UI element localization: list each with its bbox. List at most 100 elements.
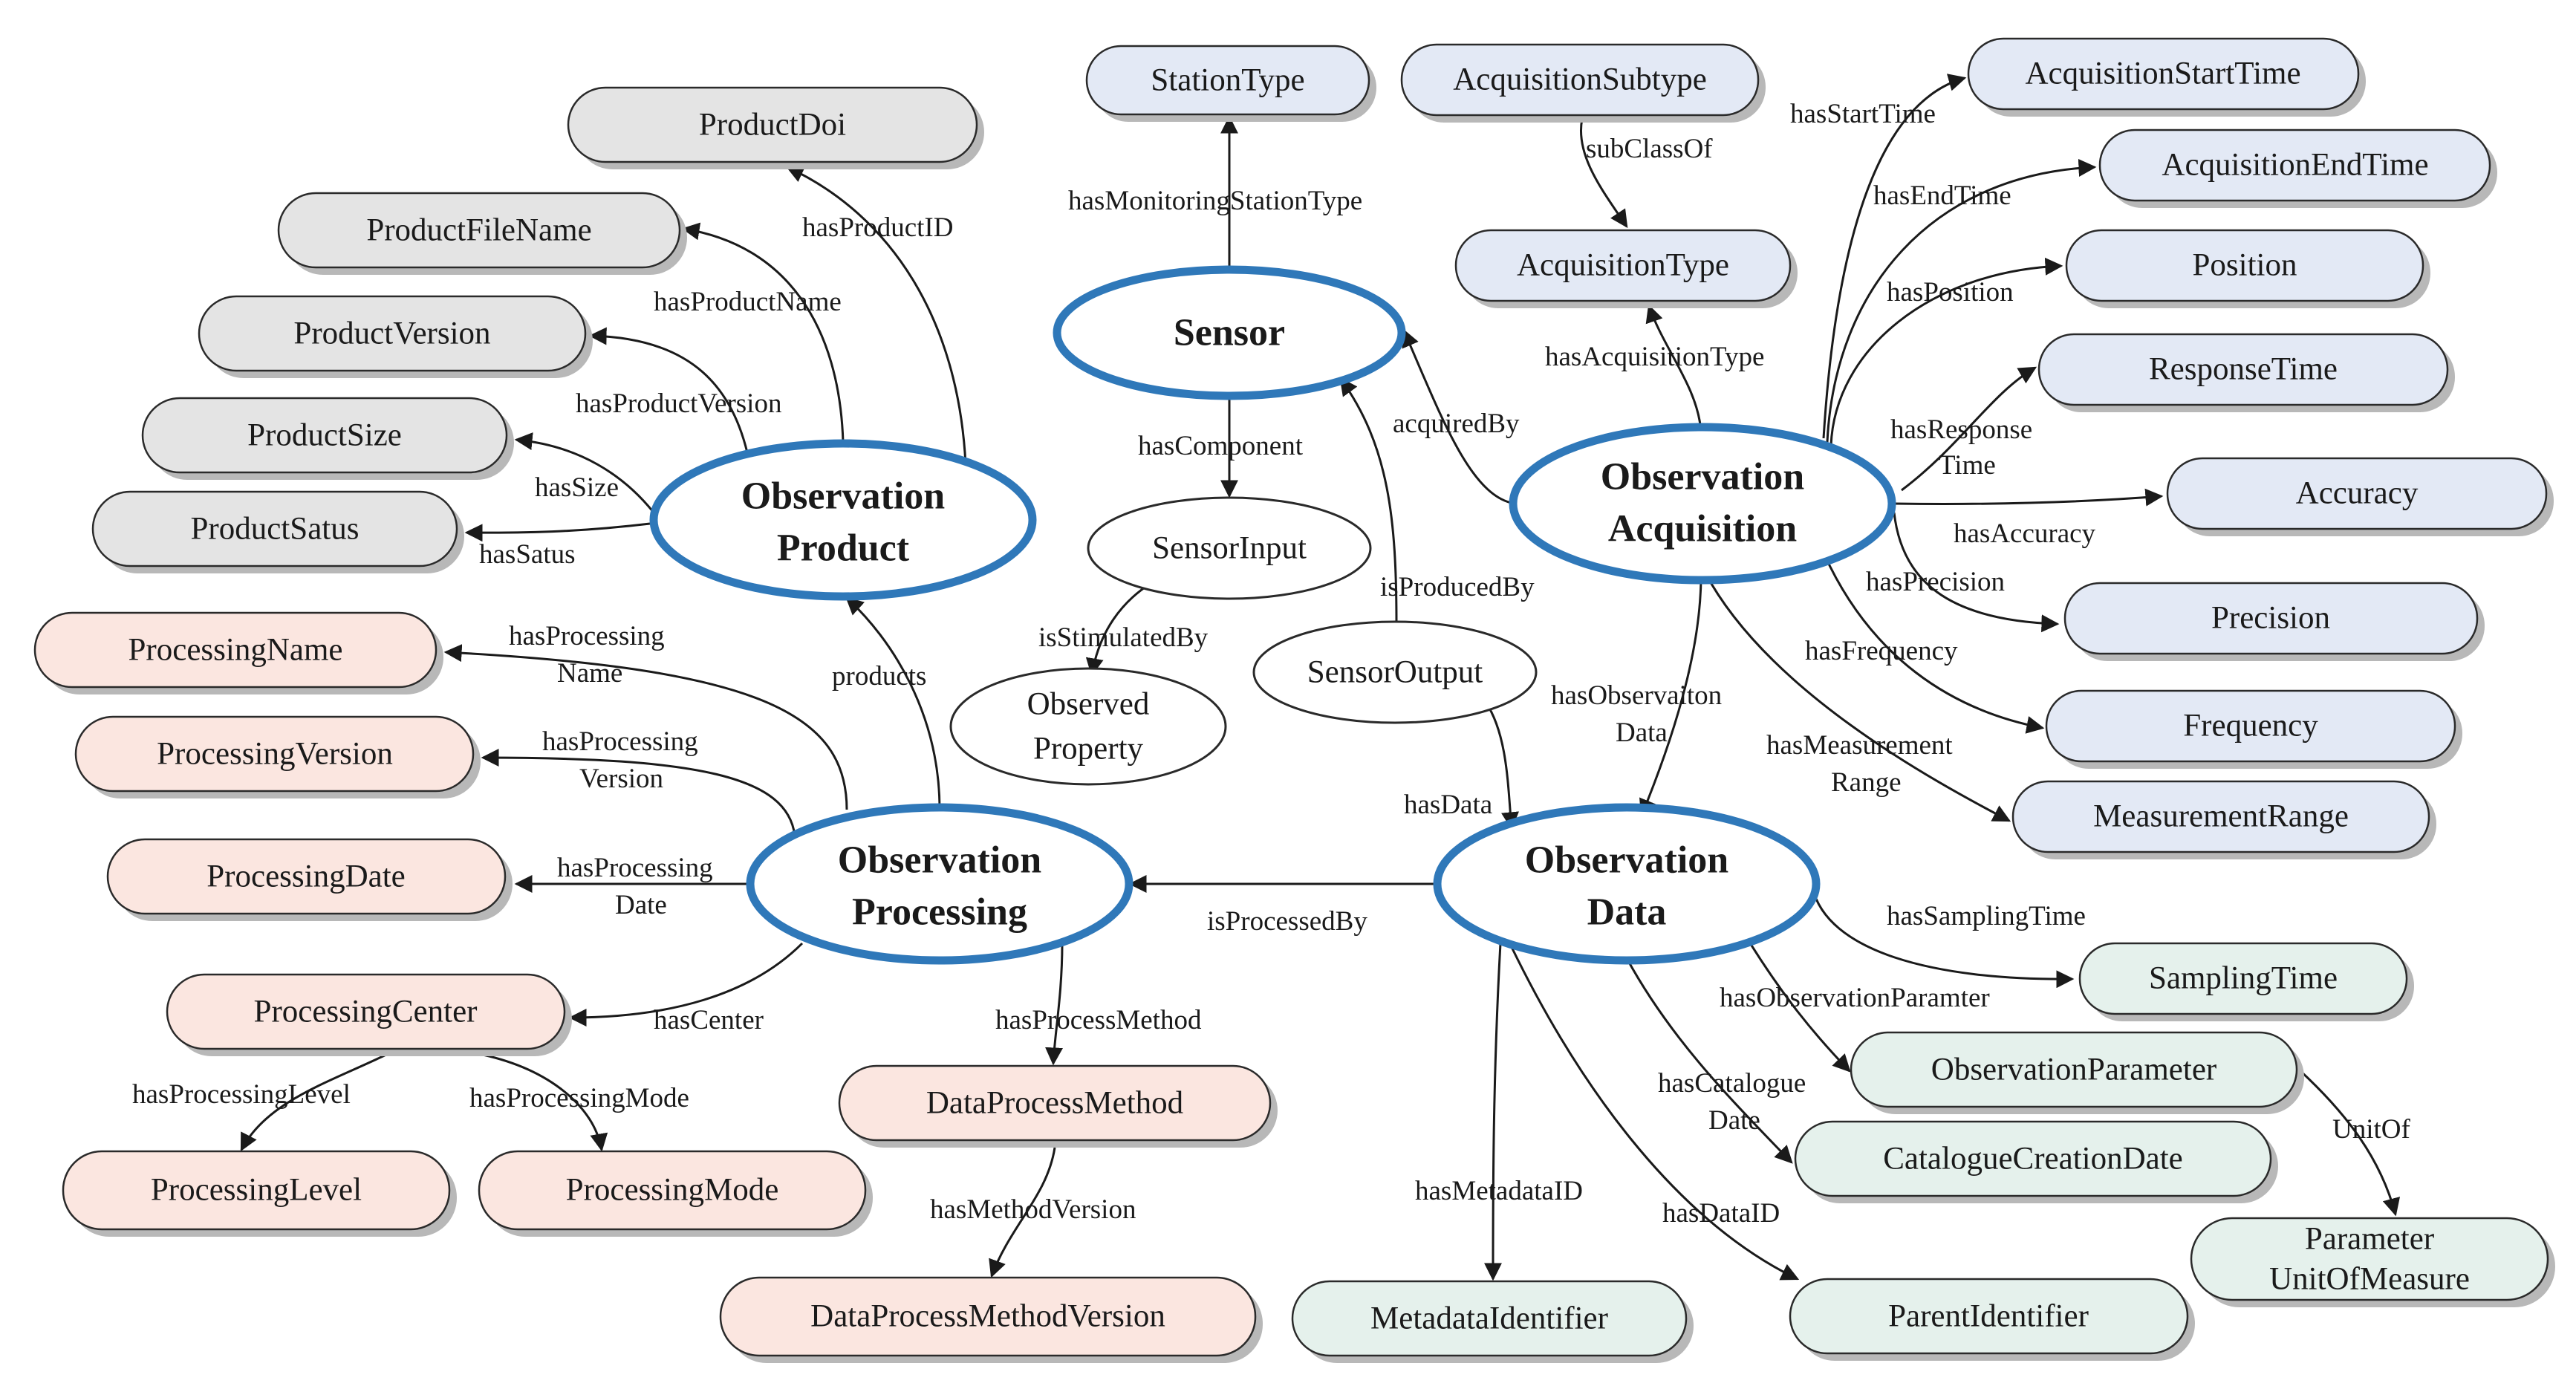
label-has-processing-date-2: Date (615, 890, 667, 920)
edge-has-method-version (989, 1147, 1056, 1278)
node-label: AcquisitionEndTime (2162, 148, 2428, 183)
node-acquisition-end-time[interactable]: AcquisitionEndTime (2098, 129, 2497, 208)
label-is-stimulated-by: isStimulatedBy (1038, 622, 1209, 653)
node-product-version[interactable]: ProductVersion (198, 295, 593, 378)
edge-has-response-time (1901, 366, 2037, 492)
label-has-observation-data-2: Data (1616, 718, 1668, 748)
node-product-size[interactable]: ProductSize (141, 397, 514, 480)
label-has-processing-date-1: hasProcessing (557, 853, 713, 883)
central-observation-data[interactable]: Observation Data (1433, 803, 1821, 965)
node-sampling-time[interactable]: SamplingTime (2078, 942, 2414, 1021)
central-observation-acquisition[interactable]: Observation Acquisition (1509, 423, 1896, 585)
edge-sub-class-of (1580, 118, 1628, 228)
node-processing-name[interactable]: ProcessingName (33, 611, 443, 694)
label-has-satus: hasSatus (479, 539, 576, 570)
central-observation-processing[interactable]: Observation Processing (746, 803, 1133, 965)
node-processing-version[interactable]: ProcessingVersion (74, 715, 481, 798)
edge-has-position (1829, 257, 2063, 446)
label-has-start-time: hasStartTime (1790, 99, 1936, 129)
node-acquisition-type[interactable]: AcquisitionType (1454, 229, 1798, 308)
node-observed-property[interactable]: Observed Property (949, 667, 1227, 786)
label-has-processing-version-1: hasProcessing (542, 726, 698, 757)
label-has-observation-data-1: hasObservaiton (1551, 680, 1722, 711)
node-processing-level[interactable]: ProcessingLevel (62, 1150, 457, 1237)
node-metadata-identifier[interactable]: MetadataIdentifier (1291, 1280, 1694, 1363)
node-parent-identifier[interactable]: ParentIdentifier (1789, 1278, 2195, 1361)
node-product-file-name[interactable]: ProductFileName (277, 192, 687, 275)
node-label: CatalogueCreationDate (1883, 1142, 2183, 1177)
node-precision[interactable]: Precision (2063, 582, 2485, 661)
node-sensor-input[interactable]: SensorInput (1087, 496, 1372, 600)
label-is-processed-by: isProcessedBy (1207, 906, 1367, 937)
edge-has-catalogue-date (1625, 957, 1793, 1164)
edge-has-precision (1893, 512, 2060, 633)
node-frequency[interactable]: Frequency (2045, 689, 2462, 769)
label-has-measurement-range-2: Range (1831, 767, 1902, 798)
node-label: AcquisitionSubtype (1453, 62, 1707, 97)
edge-has-processing-mode (482, 1053, 608, 1152)
node-observation-parameter[interactable]: ObservationParameter (1850, 1031, 2304, 1114)
node-processing-mode[interactable]: ProcessingMode (478, 1150, 873, 1237)
node-product-satus[interactable]: ProductSatus (91, 490, 464, 573)
node-label: ProcessingName (129, 633, 343, 668)
node-data-process-method[interactable]: DataProcessMethod (838, 1064, 1278, 1148)
node-response-time[interactable]: ResponseTime (2037, 333, 2455, 412)
node-station-type[interactable]: StationType (1085, 45, 1376, 122)
node-processing-center[interactable]: ProcessingCenter (166, 973, 572, 1056)
edge-has-processing-version (481, 749, 796, 836)
node-label: ProductVersion (293, 316, 490, 351)
edge-has-observation-data (1639, 575, 1702, 818)
label-has-component: hasComponent (1138, 431, 1304, 461)
label-has-metadata-id: hasMetadataID (1415, 1176, 1583, 1206)
node-parameter-unit-of-measure[interactable]: Parameter UnitOfMeasure (2190, 1217, 2555, 1307)
central-observation-product[interactable]: Observation Product (649, 439, 1037, 601)
label-has-product-version: hasProductVersion (576, 388, 781, 419)
edge-has-product-version (588, 327, 752, 467)
node-label: MeasurementRange (2093, 799, 2349, 834)
node-label: ProcessingMode (566, 1173, 779, 1208)
edge-has-center (568, 942, 804, 1027)
node-label: Property (1033, 732, 1144, 767)
label-has-response-time-1: hasResponse (1890, 414, 2032, 445)
node-label: ProcessingDate (206, 859, 406, 894)
node-position[interactable]: Position (2065, 229, 2430, 308)
node-product-doi[interactable]: ProductDoi (567, 86, 984, 169)
node-data-process-method-version[interactable]: DataProcessMethodVersion (719, 1276, 1263, 1363)
label-has-data-id: hasDataID (1662, 1198, 1780, 1229)
node-label: SamplingTime (2149, 961, 2338, 996)
edge-has-metadata-id (1484, 943, 1503, 1281)
label-unit-of: UnitOf (2332, 1114, 2411, 1145)
label-has-processing-name-2: Name (557, 658, 622, 689)
node-measurement-range[interactable]: MeasurementRange (2011, 780, 2436, 859)
label-has-catalogue-date-1: hasCatalogue (1658, 1068, 1806, 1099)
label-has-end-time: hasEndTime (1873, 180, 2011, 211)
central-sensor[interactable]: Sensor (1053, 265, 1406, 400)
node-processing-date[interactable]: ProcessingDate (106, 838, 513, 921)
edge-acquired-by (1402, 328, 1516, 505)
node-sensor-output[interactable]: SensorOutput (1252, 620, 1538, 724)
node-label: StationType (1151, 63, 1304, 98)
node-label: Position (2193, 248, 2297, 283)
label-has-product-id: hasProductID (802, 212, 953, 243)
label-acquired-by: acquiredBy (1393, 409, 1520, 439)
node-label: ProductFileName (366, 213, 591, 248)
node-label: ProductSatus (191, 512, 360, 547)
edge-has-end-time (1826, 159, 2097, 443)
edge-has-accuracy (1893, 488, 2164, 507)
label-products: products (832, 661, 926, 692)
edge-has-processing-name (443, 644, 848, 810)
edge-has-measurement-range (1703, 571, 2011, 822)
node-acquisition-subtype[interactable]: AcquisitionSubtype (1400, 43, 1766, 123)
node-label: DataProcessMethodVersion (810, 1299, 1165, 1334)
node-catalogue-creation-date[interactable]: CatalogueCreationDate (1794, 1120, 2278, 1203)
node-accuracy[interactable]: Accuracy (2166, 457, 2554, 536)
label-has-observation-paramter: hasObservationParamter (1720, 983, 1990, 1013)
central-label: Sensor (1174, 312, 1285, 354)
node-label: ObservationParameter (1931, 1053, 2216, 1087)
node-acquisition-start-time[interactable]: AcquisitionStartTime (1967, 37, 2366, 117)
node-label: AcquisitionStartTime (2025, 56, 2300, 91)
edge-has-product-name (681, 222, 845, 443)
central-label: Data (1587, 891, 1667, 934)
edge-has-start-time (1822, 74, 1967, 439)
